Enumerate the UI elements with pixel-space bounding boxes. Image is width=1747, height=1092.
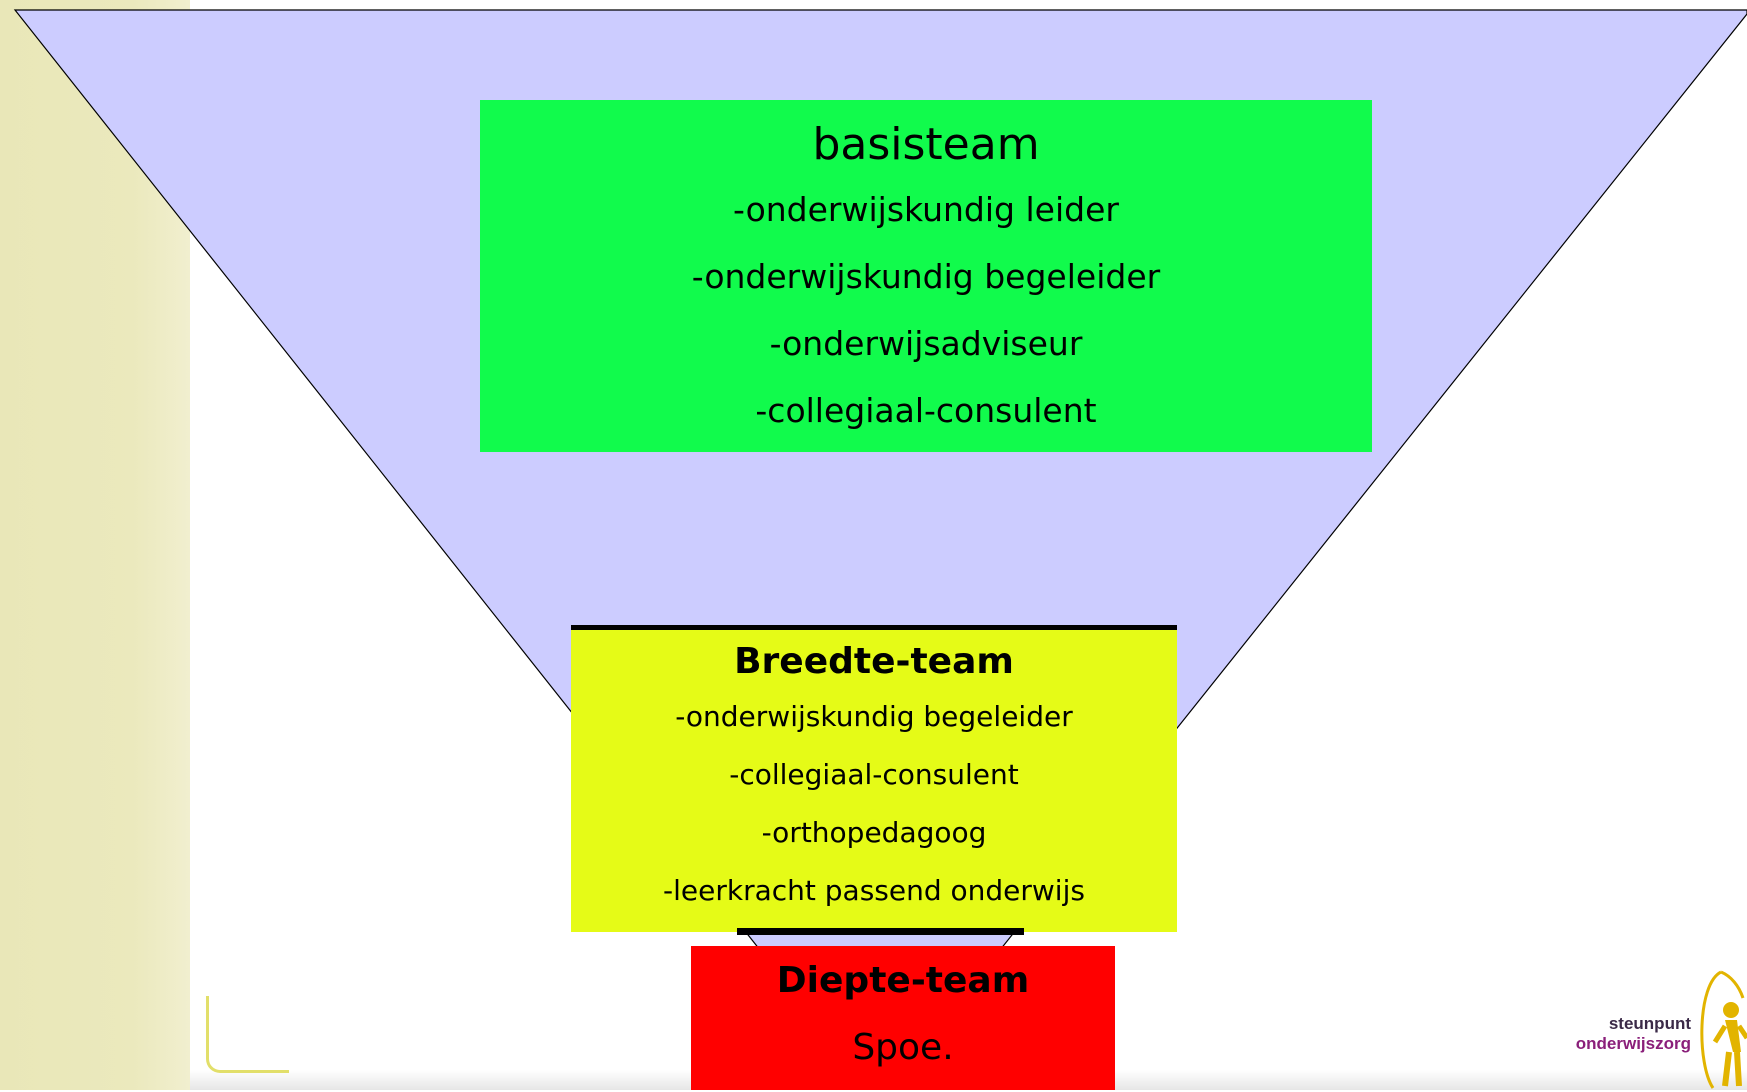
logo-line-onderwijszorg: onderwijszorg [1575,1034,1691,1053]
diepte-team-box: Diepte-team Spoe. [691,946,1115,1090]
diepte-team-title: Diepte-team [776,960,1030,1001]
basisteam-item: -onderwijsadviseur [769,324,1083,363]
corner-bracket-decoration [206,996,289,1073]
breedte-team-item: -onderwijskundig begeleider [675,700,1073,733]
logo-text: steunpunt onderwijszorg [1576,1014,1691,1054]
basisteam-title: basisteam [812,119,1040,170]
breedte-top-bar [571,625,1177,633]
breedte-team-title: Breedte-team [734,641,1014,682]
basisteam-item: -onderwijskundig begeleider [691,257,1161,296]
basisteam-item: -collegiaal-consulent [755,391,1097,430]
breedte-team-item: -orthopedagoog [761,816,987,849]
diepte-team-text: Spoe. [852,1027,954,1068]
breedte-team-item: -leerkracht passend onderwijs [663,874,1085,907]
basisteam-box: basisteam -onderwijskundig leider -onder… [480,100,1372,452]
logo-line-steunpunt: steunpunt [1608,1014,1691,1033]
breedte-team-item: -collegiaal-consulent [729,758,1019,791]
breedte-bottom-bar [737,928,1024,935]
breedte-team-box: Breedte-team -onderwijskundig begeleider… [571,630,1177,932]
basisteam-item: -onderwijskundig leider [733,190,1119,229]
person-figure-icon [1700,970,1747,1089]
steunpunt-logo: steunpunt onderwijszorg [1530,964,1747,1090]
